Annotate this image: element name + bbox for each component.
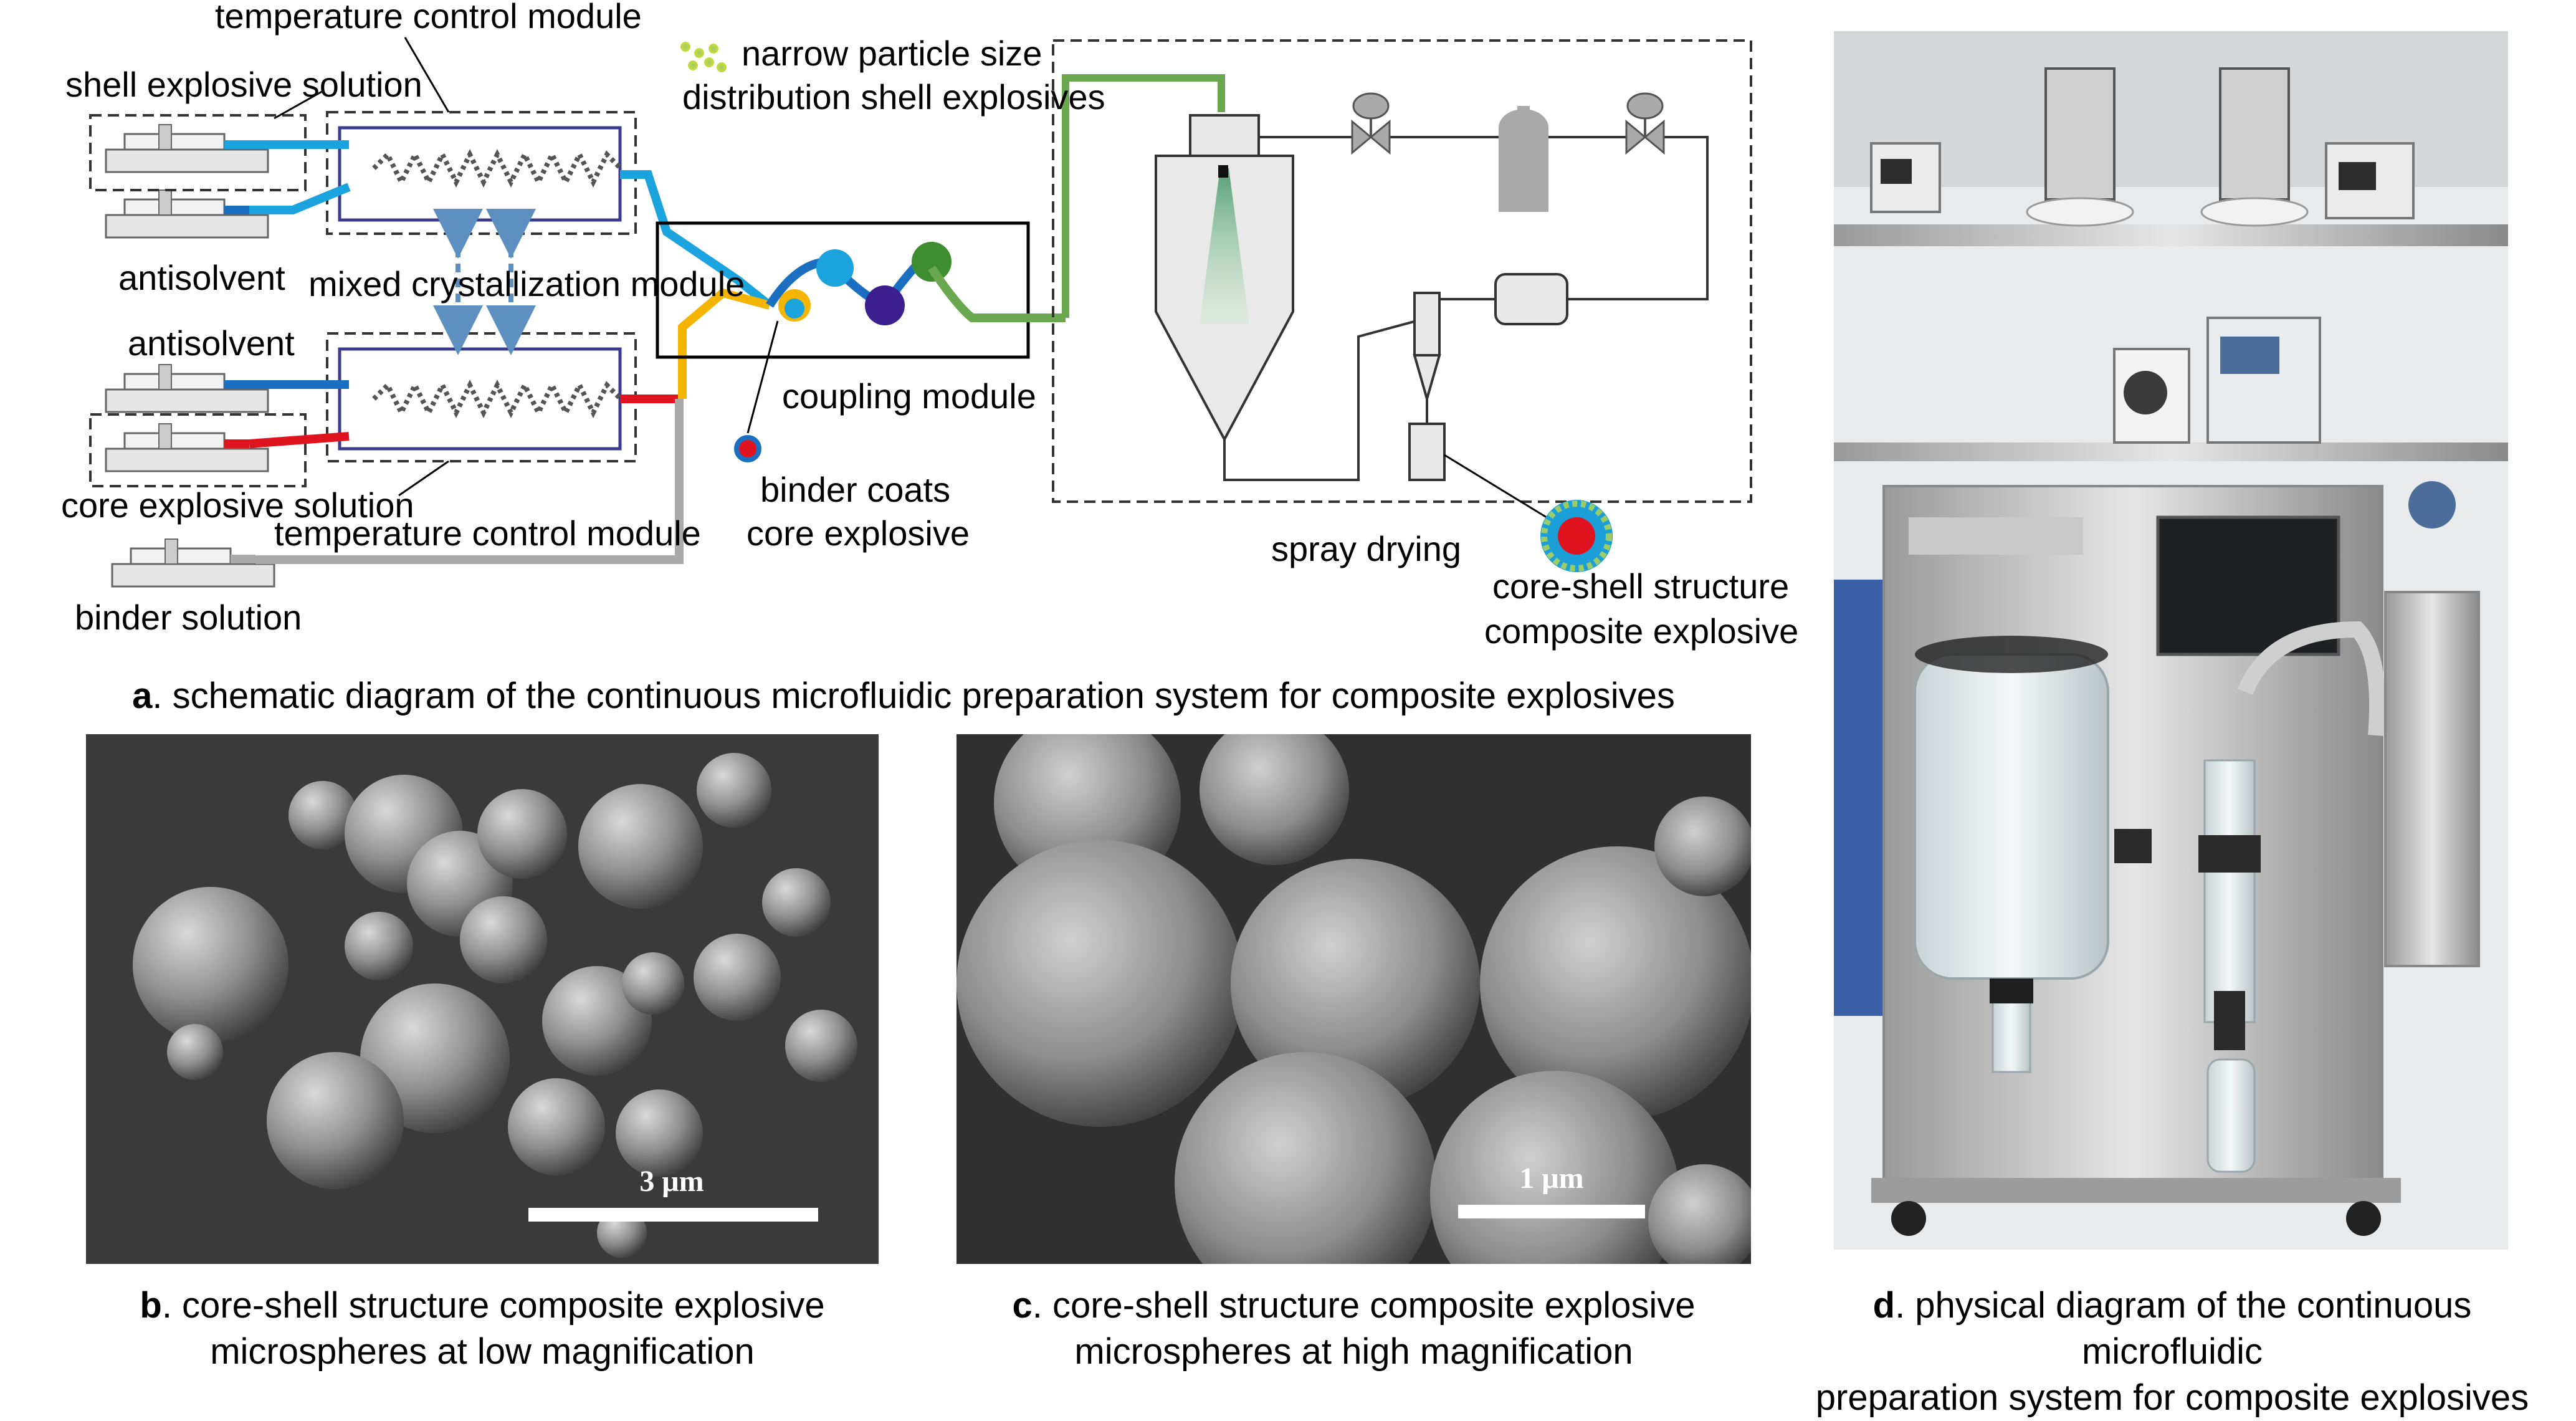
particle-dots-icon: [680, 42, 727, 72]
label-temp-control-top: temperature control module: [215, 0, 642, 36]
label-leader-lines: [274, 37, 450, 497]
syringe-pump-antisolvent-1: [105, 189, 269, 239]
cyclone-separator: [1408, 292, 1446, 481]
label-temp-control-bottom: temperature control module: [274, 514, 701, 553]
gas-cylinder-icon: [1499, 106, 1548, 212]
core-solution-dashed-box: [89, 413, 307, 487]
syringe-pump-antisolvent-2: [105, 364, 269, 413]
caption-b-line1: . core-shell structure composite explosi…: [161, 1285, 825, 1326]
product-flow-line: [1062, 74, 1225, 318]
coupling-channel: [766, 242, 1066, 325]
crystallization-arrows: [433, 209, 536, 355]
sem-particles-b: [86, 734, 879, 1264]
coupling-module-box: [656, 221, 1030, 359]
caption-d-line1: . physical diagram of the continuous mic…: [1895, 1285, 2472, 1372]
scale-label-b: 3 μm: [639, 1165, 704, 1198]
binder-grey-line: [255, 399, 684, 564]
scale-label-c: 1 μm: [1519, 1162, 1584, 1195]
binder-flow-line: [678, 288, 771, 399]
caption-c-line1: . core-shell structure composite explosi…: [1032, 1285, 1696, 1326]
caption-a: a. schematic diagram of the continuous m…: [0, 673, 1807, 719]
core-flow-line: [249, 395, 670, 448]
filter-box: [1494, 273, 1568, 325]
caption-a-text: . schematic diagram of the continuous mi…: [152, 676, 1675, 716]
binder-coats-particle: [734, 320, 779, 462]
product-pointer-line: [1444, 454, 1555, 524]
label-core-shell-1: core-shell structure: [1492, 567, 1789, 606]
scale-bar-b: [528, 1208, 818, 1222]
caption-d: d. physical diagram of the continuous mi…: [1788, 1283, 2556, 1421]
sem-image-low-mag: 3 μm: [86, 734, 879, 1264]
shell-flow-line: [249, 140, 351, 214]
valve-2-icon: [1625, 92, 1665, 155]
label-antisolvent-2: antisolvent: [128, 323, 295, 363]
syringe-pump-binder: [111, 538, 275, 588]
caption-a-letter: a: [132, 676, 153, 716]
caption-c-letter: c: [1012, 1285, 1033, 1326]
syringe-pump-core: [105, 423, 269, 472]
caption-c-line1-wrap: c. core-shell structure composite explos…: [956, 1283, 1751, 1329]
caption-b-letter: b: [140, 1285, 162, 1326]
caption-b: b. core-shell structure composite explos…: [86, 1283, 879, 1375]
label-antisolvent-1: antisolvent: [118, 258, 285, 297]
caption-d-letter: d: [1872, 1285, 1896, 1326]
syringe-pump-shell: [105, 124, 269, 173]
label-binder-coats-2: core explosive: [747, 514, 970, 553]
caption-b-line1-wrap: b. core-shell structure composite explos…: [86, 1283, 879, 1329]
label-shell-explosive-solution: shell explosive solution: [65, 65, 422, 104]
spray-circuit: [1223, 136, 1709, 481]
label-core-shell-2: composite explosive: [1484, 611, 1798, 651]
crystallizer-chip-bottom: [338, 347, 622, 451]
sem-particles-c: [956, 734, 1751, 1264]
scale-bar-c: [1458, 1205, 1645, 1218]
caption-d-line2: preparation system for composite explosi…: [1815, 1377, 2529, 1418]
caption-c: c. core-shell structure composite explos…: [956, 1283, 1751, 1375]
label-narrow-particle-1: narrow particle size: [742, 34, 1042, 73]
caption-d-line1-wrap: d. physical diagram of the continuous mi…: [1788, 1283, 2556, 1375]
label-mixed-crystallization: mixed crystallization module: [308, 264, 745, 304]
caption-c-line2: microspheres at high magnification: [1074, 1331, 1633, 1372]
label-core-explosive-solution: core explosive solution: [61, 486, 414, 525]
valve-1-icon: [1351, 92, 1391, 155]
label-narrow-particle-2: distribution shell explosives: [682, 77, 1105, 117]
core-shell-particle-icon: [1540, 500, 1613, 572]
zigzag-channel-top: [372, 149, 623, 188]
zigzag-channel-bottom: [372, 380, 623, 418]
schematic-diagram: temperature control module shell explosi…: [61, 0, 1798, 651]
apparatus-photo: [1834, 31, 2508, 1250]
sem-image-high-mag: 1 μm: [956, 734, 1751, 1264]
spray-drying-dashed-box: [1052, 39, 1752, 503]
shell-out-line: [620, 170, 773, 309]
label-coupling-module: coupling module: [782, 376, 1036, 416]
spray-dryer-tower: [1155, 114, 1294, 443]
apparatus-photo-drawing: [1834, 31, 2508, 1250]
label-binder-coats-1: binder coats: [760, 470, 950, 509]
caption-b-line2: microspheres at low magnification: [210, 1331, 755, 1372]
label-spray-drying: spray drying: [1271, 529, 1461, 568]
label-binder-solution: binder solution: [75, 598, 302, 637]
shell-solution-dashed-box: [89, 114, 307, 191]
